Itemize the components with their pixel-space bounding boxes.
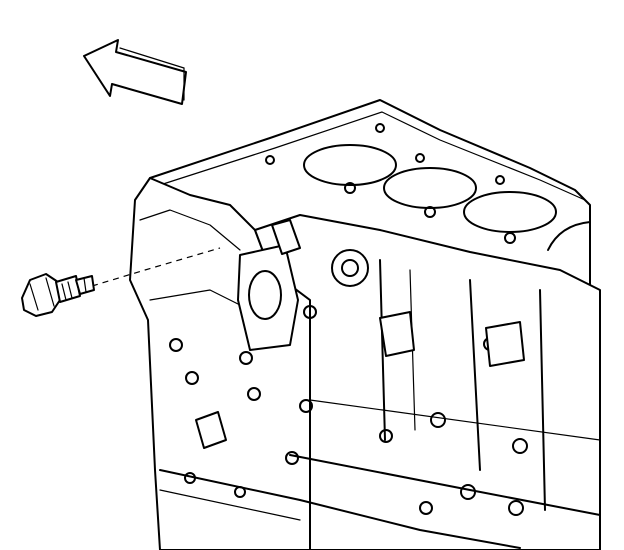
sensor-icon <box>21 273 95 317</box>
cylinder-bore <box>303 144 397 186</box>
cylinder-bore <box>463 191 557 233</box>
lower-tube <box>195 411 227 449</box>
block-side-face <box>254 214 601 550</box>
engine-block <box>129 99 601 550</box>
cylinder-bore <box>383 167 477 209</box>
direction-arrow-icon <box>83 39 187 105</box>
install-path-dashed <box>91 247 221 287</box>
deck-bolts <box>265 123 516 244</box>
front-bracket <box>237 244 299 351</box>
coolant-tube <box>271 219 301 255</box>
boss-round <box>331 249 369 287</box>
cylinder-bore <box>547 221 591 251</box>
